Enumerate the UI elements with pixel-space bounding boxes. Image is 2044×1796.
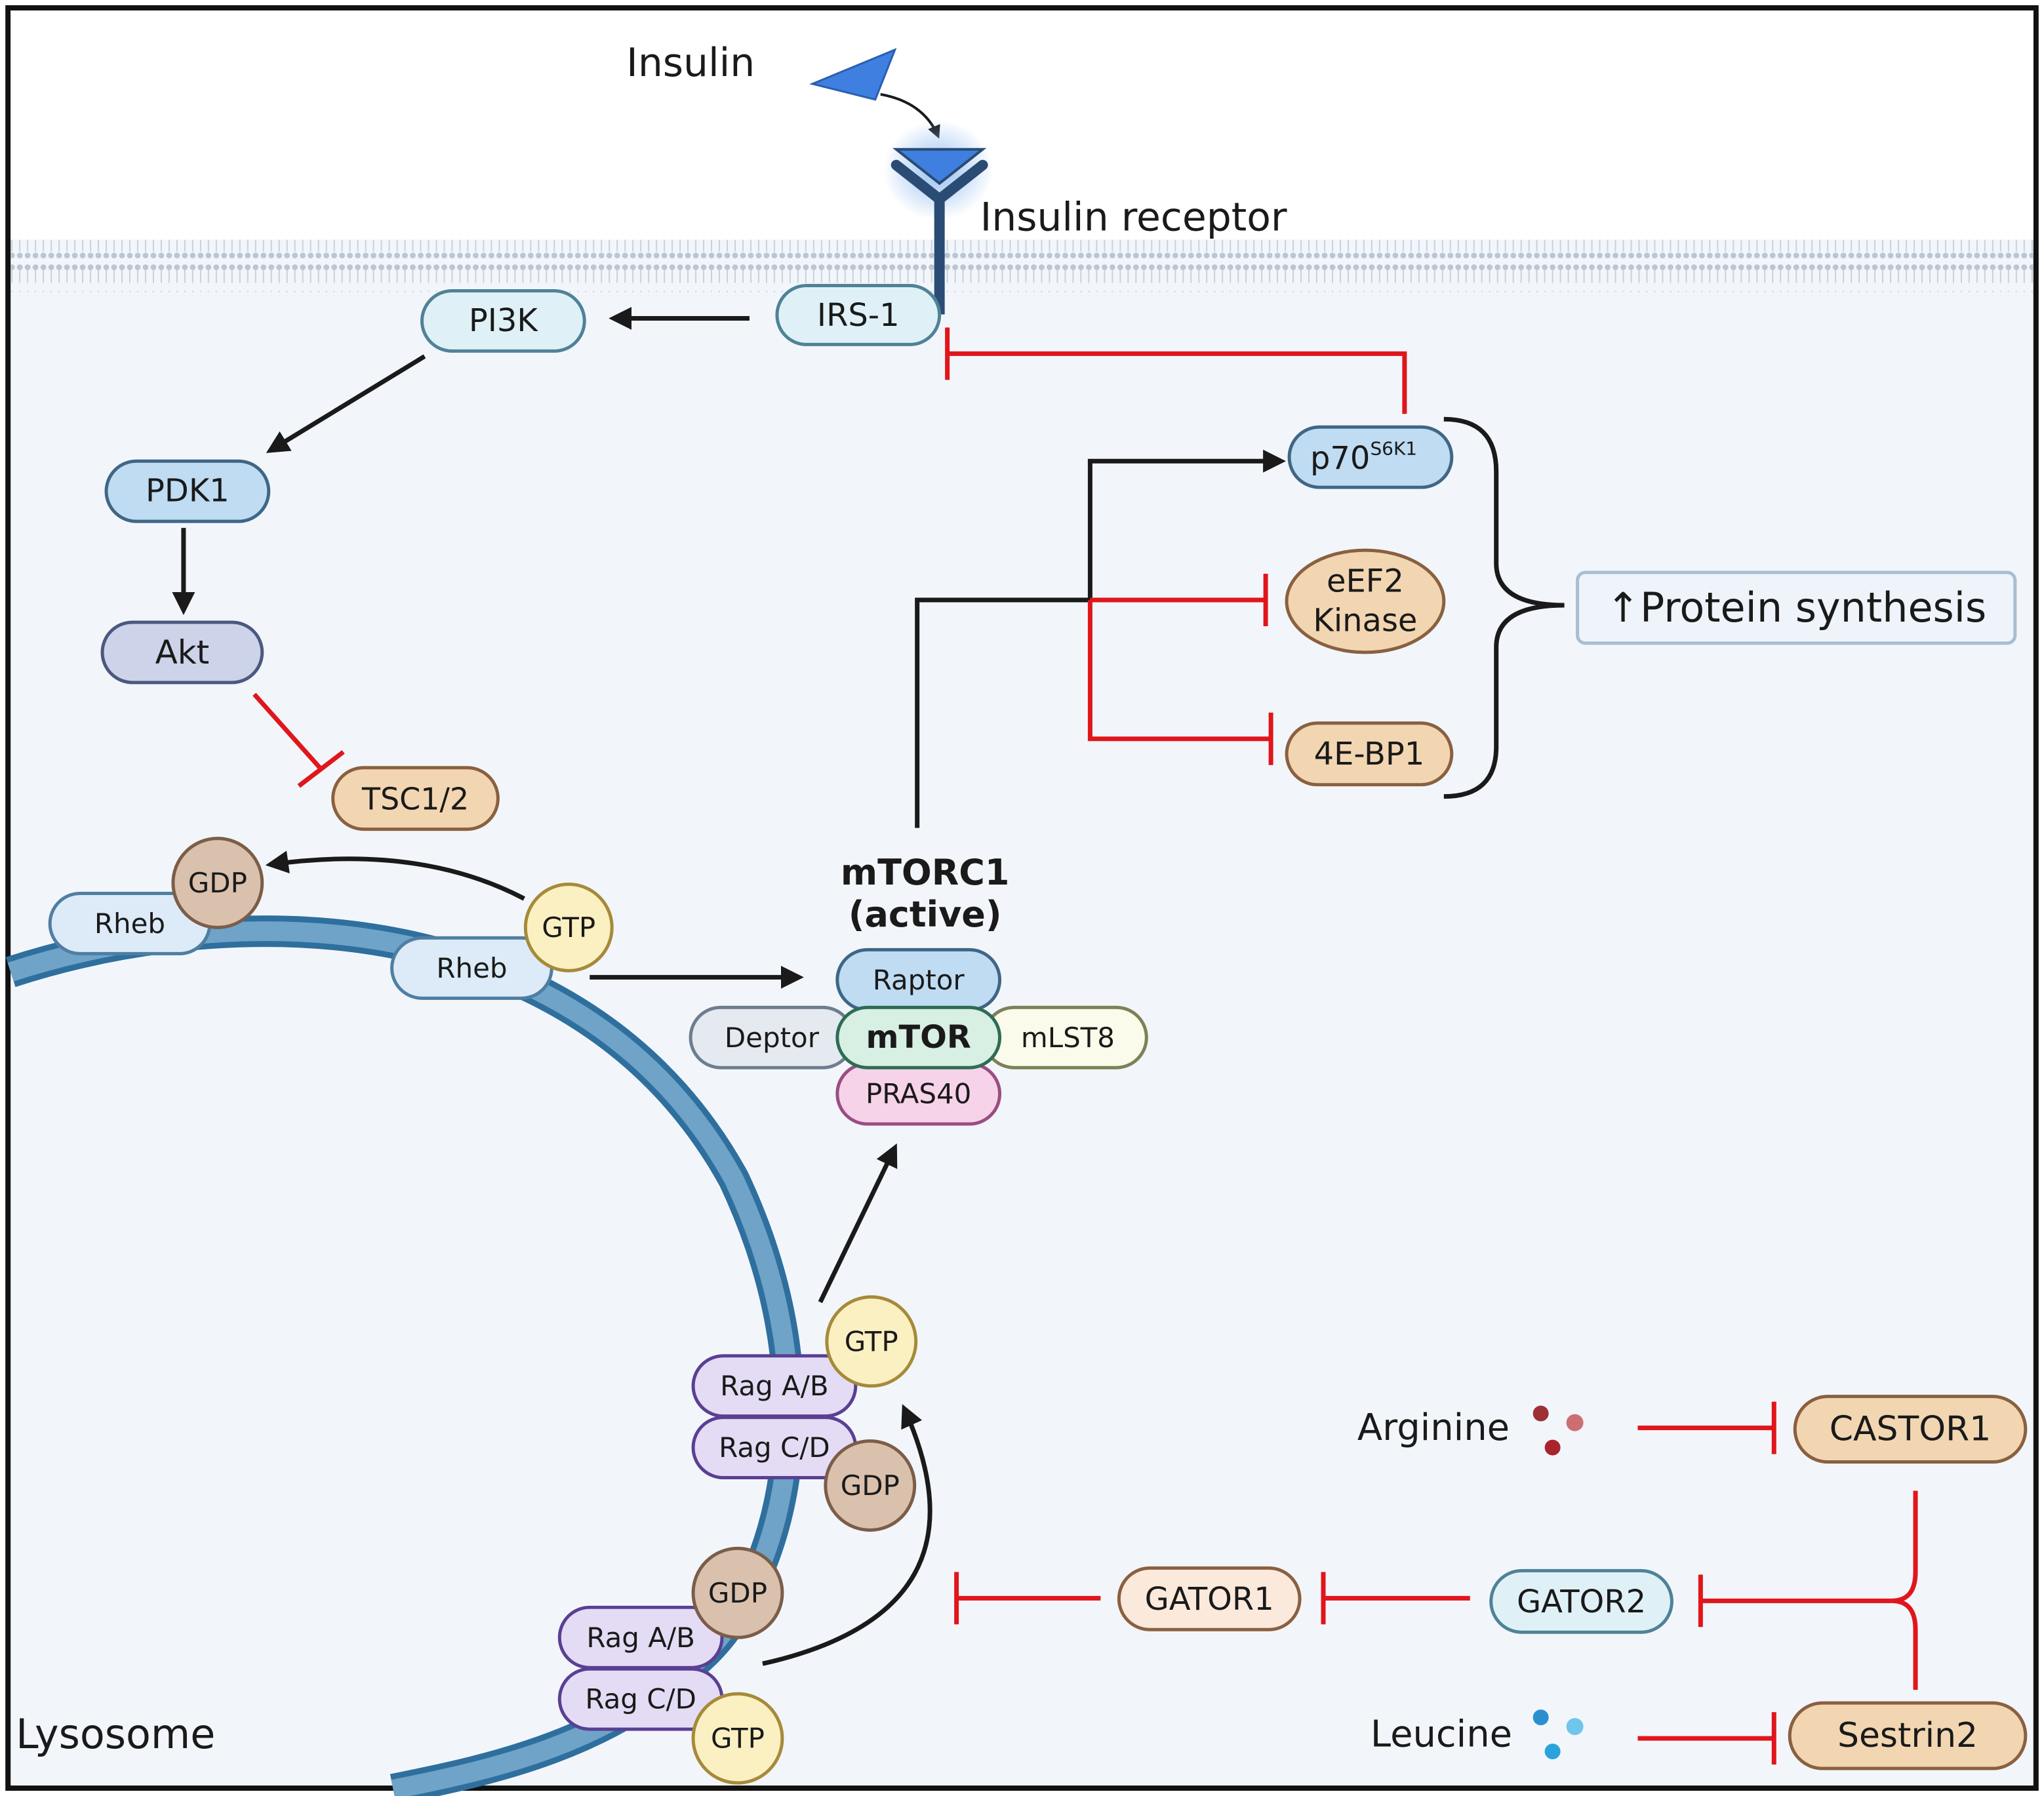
- inhibition-lines: [252, 327, 1918, 1765]
- mtor-label: mTOR: [866, 1020, 971, 1056]
- cytoplasm-area: [5, 5, 2039, 1791]
- gator2-node: GATOR2: [1489, 1568, 1673, 1634]
- pdk1-label: PDK1: [146, 473, 230, 509]
- p70-base-label: p70: [1310, 441, 1370, 477]
- rheb-gtp-to-gdp-arrow: [265, 850, 525, 901]
- eef2-label: eEF2: [1327, 564, 1404, 600]
- tsc-label: TSC1/2: [361, 782, 469, 817]
- pi3k-label: PI3K: [469, 303, 539, 339]
- raptor-node: Raptor: [835, 948, 1002, 1012]
- arginine-dots-icon: [1533, 1405, 1584, 1456]
- plasma-membrane: [10, 239, 2034, 292]
- rag-to-mtorc1-arrow: [818, 1143, 898, 1304]
- mtorc1-to-p70-arrow: [1087, 449, 1287, 600]
- p70-inhibits-irs1-line: [947, 351, 1407, 414]
- gtp-active-node: GTP: [825, 1295, 918, 1388]
- gator1-label: GATOR1: [1145, 1582, 1274, 1618]
- p70-superscript-label: S6K1: [1370, 437, 1417, 459]
- akt-inhibits-tsc-bar: [297, 749, 345, 788]
- insulin-ligand-icon: [809, 48, 897, 101]
- irs1-label: IRS-1: [817, 298, 900, 334]
- sestrin2-node: Sestrin2: [1788, 1701, 2028, 1770]
- rag-ab-active-node: Rag A/B: [691, 1354, 858, 1418]
- p70-label: p70S6K1: [1310, 437, 1417, 477]
- insulin-receptor-icon: [891, 148, 988, 315]
- 4ebp1-node: 4E-BP1: [1285, 721, 1454, 787]
- activation-arrows: [172, 306, 1287, 1666]
- rheb-gtp-label: Rheb: [436, 952, 507, 984]
- insulin-label: Insulin: [626, 40, 755, 86]
- gdp-inactive-label: GDP: [708, 1577, 767, 1609]
- sestrin2-label: Sestrin2: [1837, 1716, 1978, 1755]
- deptor-label: Deptor: [725, 1022, 820, 1054]
- mtorc1-complex: Raptor PRAS40 Deptor mLST8 mTOR: [689, 948, 1148, 1126]
- rag-cd-inactive-label: Rag C/D: [585, 1683, 696, 1715]
- leucine-dots-icon: [1533, 1709, 1584, 1760]
- gator2-label: GATOR2: [1517, 1584, 1646, 1620]
- gator1-node: GATOR1: [1117, 1566, 1302, 1631]
- pi3k-to-pdk1-arrow: [266, 354, 426, 453]
- rag-ab-active-label: Rag A/B: [720, 1370, 828, 1402]
- mtorc1-inhibits-4ebp1-line: [1087, 599, 1272, 742]
- mlst8-node: mLST8: [982, 1005, 1148, 1069]
- 4ebp1-label: 4E-BP1: [1314, 736, 1425, 772]
- rag-cd-active-label: Rag C/D: [719, 1431, 830, 1464]
- rag-cd-inactive-node: Rag C/D: [557, 1667, 724, 1731]
- extracellular-area: [10, 10, 2034, 240]
- castor1-node: CASTOR1: [1793, 1395, 2028, 1464]
- pras40-node: PRAS40: [835, 1062, 1002, 1126]
- p70-node: p70S6K1: [1287, 425, 1454, 489]
- rheb-gdp-node: Rheb: [48, 892, 212, 955]
- gdp-rheb-node: GDP: [171, 837, 264, 929]
- gtp-inactive-label: GTP: [711, 1723, 765, 1755]
- tsc-node: TSC1/2: [331, 766, 500, 831]
- rag-inactive-to-active-arrow: [762, 1404, 932, 1666]
- gdp-rheb-label: GDP: [188, 867, 247, 899]
- deptor-node: Deptor: [689, 1005, 855, 1069]
- mtorc1-output-line: [915, 597, 1091, 828]
- gtp-rheb-label: GTP: [542, 911, 595, 944]
- irs1-node: IRS-1: [775, 284, 942, 346]
- pi3k-node: PI3K: [420, 289, 586, 353]
- pdk1-node: PDK1: [104, 459, 271, 523]
- gtp-active-label: GTP: [845, 1325, 898, 1357]
- rag-ab-inactive-label: Rag A/B: [586, 1622, 694, 1654]
- rag-active-complex: Rag A/B Rag C/D GTP GDP: [691, 1295, 918, 1532]
- gtp-rheb-node: GTP: [523, 883, 614, 972]
- akt-label: Akt: [155, 633, 210, 671]
- gtp-inactive-node: GTP: [691, 1692, 784, 1785]
- mtorc1-label: mTORC1: [841, 852, 1009, 893]
- gdp-active-label: GDP: [841, 1469, 900, 1502]
- rag-cd-active-node: Rag C/D: [691, 1416, 858, 1480]
- rheb-gtp-node: Rheb: [390, 936, 553, 1000]
- rheb-gdp-label: Rheb: [94, 908, 165, 940]
- eef2-kinase-label: Kinase: [1313, 603, 1417, 639]
- protein-synthesis-label: ↑Protein synthesis: [1606, 584, 1986, 631]
- gdp-active-node: GDP: [824, 1439, 917, 1532]
- leucine-label: Leucine: [1371, 1713, 1512, 1756]
- mtorc1-active-label: (active): [849, 894, 1002, 935]
- mlst8-label: mLST8: [1021, 1022, 1115, 1054]
- mtor-node: mTOR: [835, 1005, 1002, 1069]
- raptor-label: Raptor: [873, 964, 965, 996]
- akt-node: Akt: [100, 620, 264, 685]
- protein-synthesis-brace: [1443, 416, 1565, 799]
- protein-synthesis-box: [1576, 570, 2017, 645]
- rag-ab-inactive-node: Rag A/B: [557, 1605, 724, 1669]
- arginine-label: Arginine: [1357, 1407, 1510, 1449]
- gdp-inactive-node: GDP: [691, 1546, 784, 1639]
- insulin-receptor-label: Insulin receptor: [980, 195, 1287, 241]
- eef2-kinase-node: eEF2 Kinase: [1285, 548, 1446, 654]
- rag-inactive-complex: Rag A/B Rag C/D GDP GTP: [557, 1546, 784, 1785]
- lysosome-label: Lysosome: [16, 1711, 215, 1758]
- castor1-label: CASTOR1: [1830, 1410, 1992, 1449]
- pras40-label: PRAS40: [866, 1078, 971, 1110]
- akt-inhibits-tsc-line: [252, 692, 322, 770]
